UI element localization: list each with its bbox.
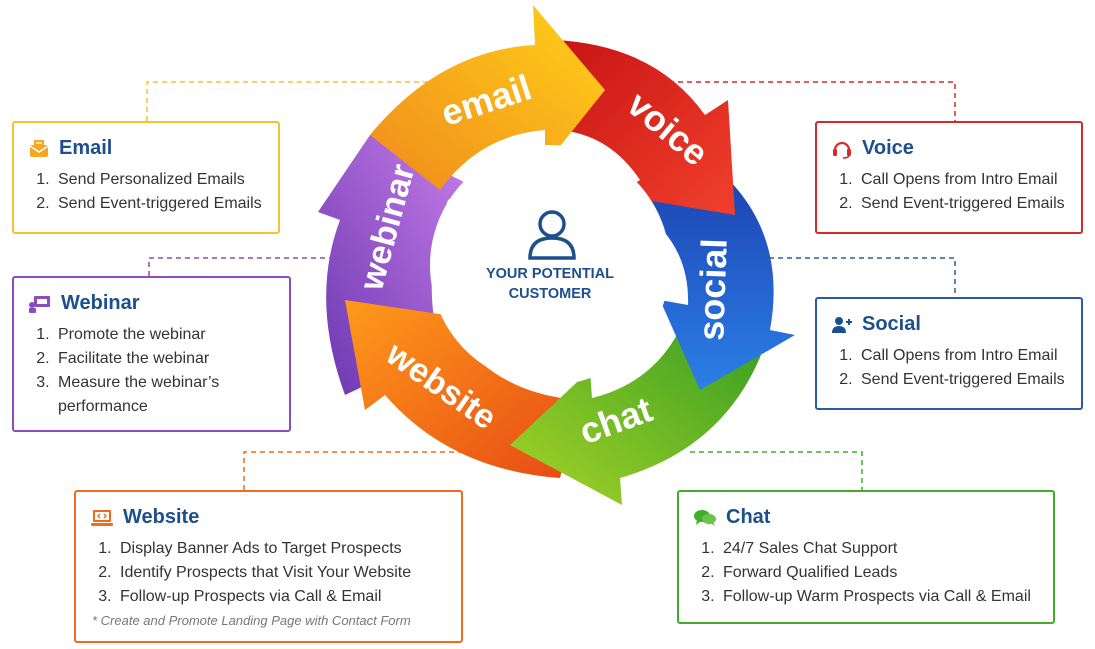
laptop-code-icon <box>91 509 113 526</box>
webinar-box-header: Webinar <box>28 292 289 315</box>
webinar-connector <box>148 257 360 276</box>
chat-box-list: 24/7 Sales Chat Support Forward Qualifie… <box>679 537 1053 609</box>
email-box-title: Email <box>59 137 113 159</box>
voice-box-header: Voice <box>831 137 1081 160</box>
presentation-icon <box>29 295 50 313</box>
voice-arrow <box>555 40 735 215</box>
website-box: Website Display Banner Ads to Target Pro… <box>74 490 463 643</box>
email-connector <box>146 81 440 121</box>
list-item: Follow-up Prospects via Call & Email <box>116 585 461 609</box>
chat-box-title: Chat <box>726 506 771 528</box>
website-connector <box>243 451 470 490</box>
webinar-box: Webinar Promote the webinar Facilitate t… <box>12 276 291 432</box>
list-item: 24/7 Sales Chat Support <box>719 537 1053 561</box>
social-arrow <box>640 155 795 390</box>
website-box-title: Website <box>123 506 200 528</box>
cycle-label-social: social <box>690 238 735 341</box>
list-item: Call Opens from Intro Email <box>857 168 1081 192</box>
social-box-header: Social <box>831 313 1081 336</box>
center-disc <box>430 145 670 385</box>
headset-icon <box>833 141 851 159</box>
email-box-header: Email <box>28 137 278 160</box>
website-box-note: * Create and Promote Landing Page with C… <box>92 613 411 628</box>
list-item: Call Opens from Intro Email <box>857 344 1081 368</box>
list-item: Display Banner Ads to Target Prospects <box>116 537 461 561</box>
list-item: Promote the webinar <box>54 323 289 347</box>
chat-box: Chat 24/7 Sales Chat Support Forward Qua… <box>677 490 1055 624</box>
website-box-list: Display Banner Ads to Target Prospects I… <box>76 537 461 609</box>
center-label-line2: CUSTOMER <box>508 286 592 302</box>
list-item: Follow-up Warm Prospects via Call & Emai… <box>719 585 1053 609</box>
voice-box-title: Voice <box>862 137 914 159</box>
website-box-header: Website <box>90 506 461 529</box>
list-item: Send Event-triggered Emails <box>857 192 1081 216</box>
social-box-title: Social <box>862 313 921 335</box>
webinar-box-list: Promote the webinar Facilitate the webin… <box>14 323 289 419</box>
list-item: Facilitate the webinar <box>54 347 289 371</box>
social-box: Social Call Opens from Intro Email Send … <box>815 297 1083 410</box>
social-connector <box>760 257 956 297</box>
voice-box-list: Call Opens from Intro Email Send Event-t… <box>817 168 1081 216</box>
chat-bubbles-icon <box>694 509 716 526</box>
voice-box: Voice Call Opens from Intro Email Send E… <box>815 121 1083 234</box>
center-label-line1: YOUR POTENTIAL <box>485 266 615 282</box>
webinar-box-title: Webinar <box>61 292 140 314</box>
center-label: YOUR POTENTIAL CUSTOMER <box>470 264 630 304</box>
list-item: Forward Qualified Leads <box>719 561 1053 585</box>
social-box-list: Call Opens from Intro Email Send Event-t… <box>817 344 1081 392</box>
email-arrow <box>370 5 605 190</box>
cycle-ring <box>318 5 795 505</box>
add-user-icon <box>832 316 852 333</box>
chat-box-header: Chat <box>693 506 1053 529</box>
email-box-list: Send Personalized Emails Send Event-trig… <box>14 168 278 216</box>
email-box: Email Send Personalized Emails Send Even… <box>12 121 280 234</box>
email-envelope-icon <box>29 139 49 157</box>
chat-connector <box>690 451 863 490</box>
user-icon <box>528 210 576 260</box>
website-arrow <box>345 300 580 478</box>
list-item: Send Personalized Emails <box>54 168 278 192</box>
list-item: Identify Prospects that Visit Your Websi… <box>116 561 461 585</box>
list-item: Send Event-triggered Emails <box>857 368 1081 392</box>
list-item: Send Event-triggered Emails <box>54 192 278 216</box>
list-item: Measure the webinar’s performance <box>54 371 228 419</box>
